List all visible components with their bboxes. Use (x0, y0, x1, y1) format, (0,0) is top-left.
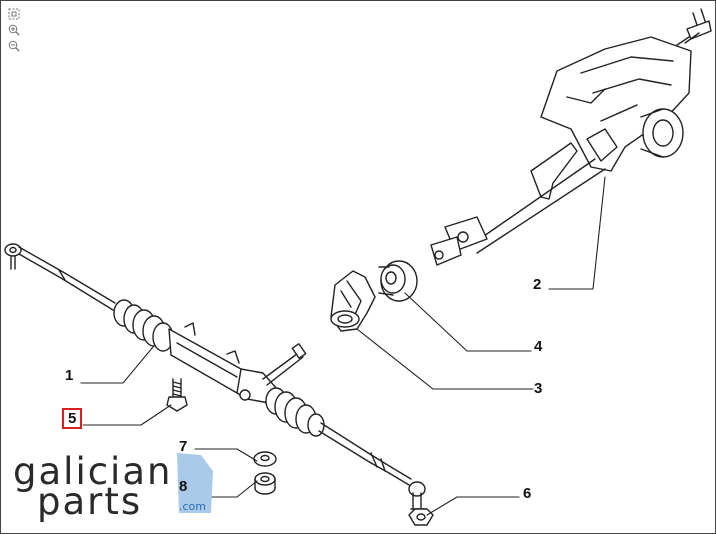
zoom-out-icon (8, 40, 20, 52)
zoom-out-button[interactable] (7, 39, 21, 53)
washer-drawing (253, 451, 277, 495)
nut-drawing (408, 508, 434, 526)
watermark-line-2: parts (37, 480, 143, 523)
zoom-in-icon (8, 24, 20, 36)
callout-8[interactable]: 8 (179, 478, 188, 495)
seal-drawing (378, 260, 418, 302)
steering-column-drawing (430, 8, 712, 266)
callout-7[interactable]: 7 (179, 438, 188, 455)
bolt-drawing (166, 378, 188, 412)
callout-4[interactable]: 4 (534, 338, 543, 355)
callout-5[interactable]: 5 (62, 408, 83, 429)
watermark-line-1: galician (13, 450, 173, 493)
bracket-drawing (330, 270, 376, 332)
watermark-accent-shape (177, 453, 213, 513)
callout-6[interactable]: 6 (523, 485, 532, 502)
leader-lines (80, 176, 606, 516)
zoom-toolbar (7, 7, 21, 53)
fit-page-button[interactable] (7, 7, 21, 21)
watermark-suffix: .com (179, 500, 206, 513)
steering-rack-drawing (4, 243, 426, 510)
callout-3[interactable]: 3 (534, 380, 543, 397)
callout-1[interactable]: 1 (65, 367, 74, 384)
zoom-in-button[interactable] (7, 23, 21, 37)
fit-page-icon (8, 8, 20, 20)
callout-2[interactable]: 2 (533, 276, 542, 293)
